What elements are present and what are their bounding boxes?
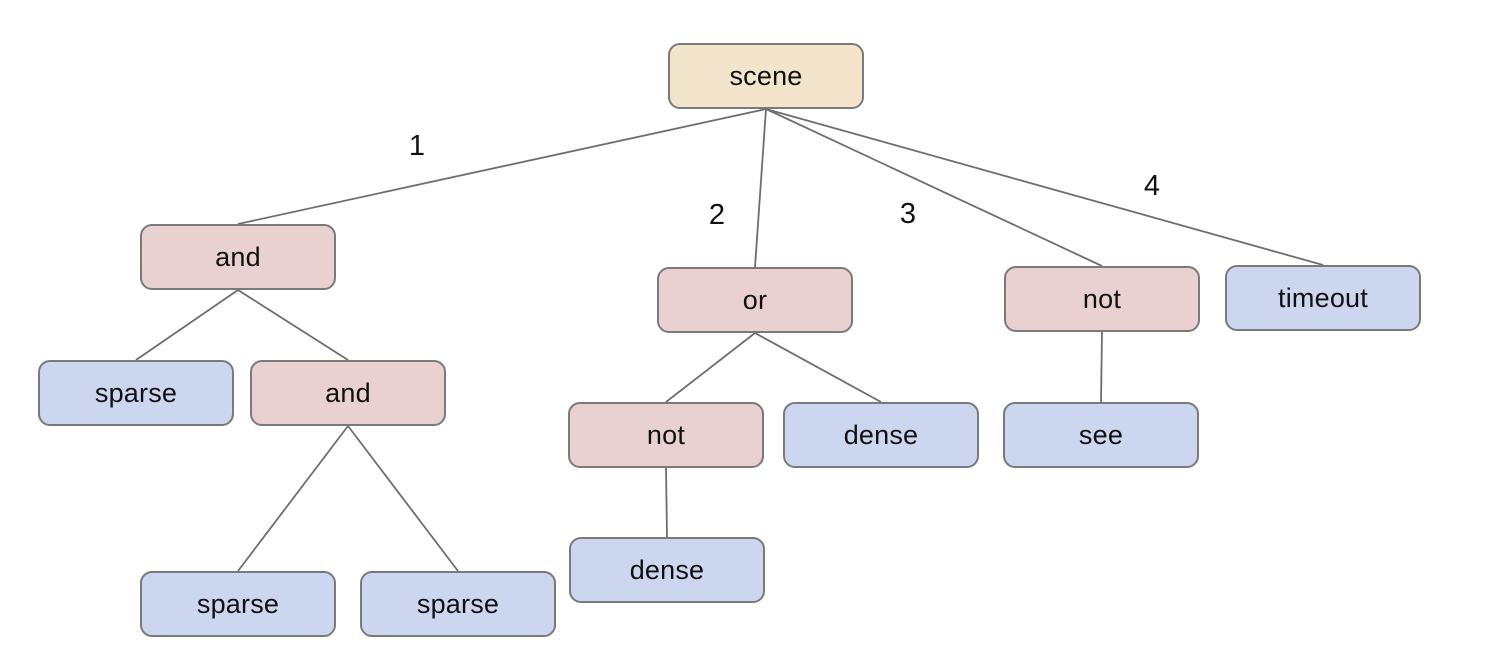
edge-line: [765, 108, 1103, 267]
edge-line: [237, 425, 349, 572]
edge-line: [765, 108, 1324, 266]
edge-line: [665, 467, 668, 538]
edge-line: [237, 289, 349, 361]
node-label: timeout: [1278, 282, 1368, 313]
edge-line: [347, 425, 459, 572]
node-label: dense: [629, 554, 705, 585]
node-see-1: see: [1003, 402, 1199, 468]
node-and-2: and: [250, 360, 446, 426]
node-label: not: [646, 419, 686, 450]
edge-line: [754, 108, 767, 268]
edge-line: [237, 108, 767, 225]
node-sparse-1: sparse: [38, 360, 234, 426]
edge-line: [135, 289, 239, 361]
node-label: sparse: [94, 377, 178, 408]
node-label: not: [1082, 283, 1122, 314]
edge-label: 4: [1144, 170, 1160, 202]
node-not-1: not: [1004, 266, 1200, 332]
node-dense-1: dense: [783, 402, 979, 468]
node-label: see: [1078, 419, 1124, 450]
node-not-2: not: [568, 402, 764, 468]
node-label: dense: [843, 419, 919, 450]
edge-line: [665, 332, 756, 403]
node-label: sparse: [416, 588, 500, 619]
node-dense-2: dense: [569, 537, 765, 603]
node-label: scene: [729, 60, 803, 91]
node-sparse-3: sparse: [360, 571, 556, 637]
node-or-1: or: [657, 267, 853, 333]
node-sparse-2: sparse: [140, 571, 336, 637]
edge-label: 1: [409, 130, 425, 162]
node-scene: scene: [668, 43, 864, 109]
edge-label: 2: [709, 199, 725, 231]
node-label: and: [215, 241, 261, 272]
edge-line: [754, 332, 882, 403]
node-and-1: and: [140, 224, 336, 290]
node-label: and: [325, 377, 371, 408]
edge-line: [1100, 331, 1103, 403]
node-timeout-1: timeout: [1225, 265, 1421, 331]
node-label: sparse: [196, 588, 280, 619]
node-label: or: [742, 284, 768, 315]
edge-label: 3: [900, 198, 916, 230]
